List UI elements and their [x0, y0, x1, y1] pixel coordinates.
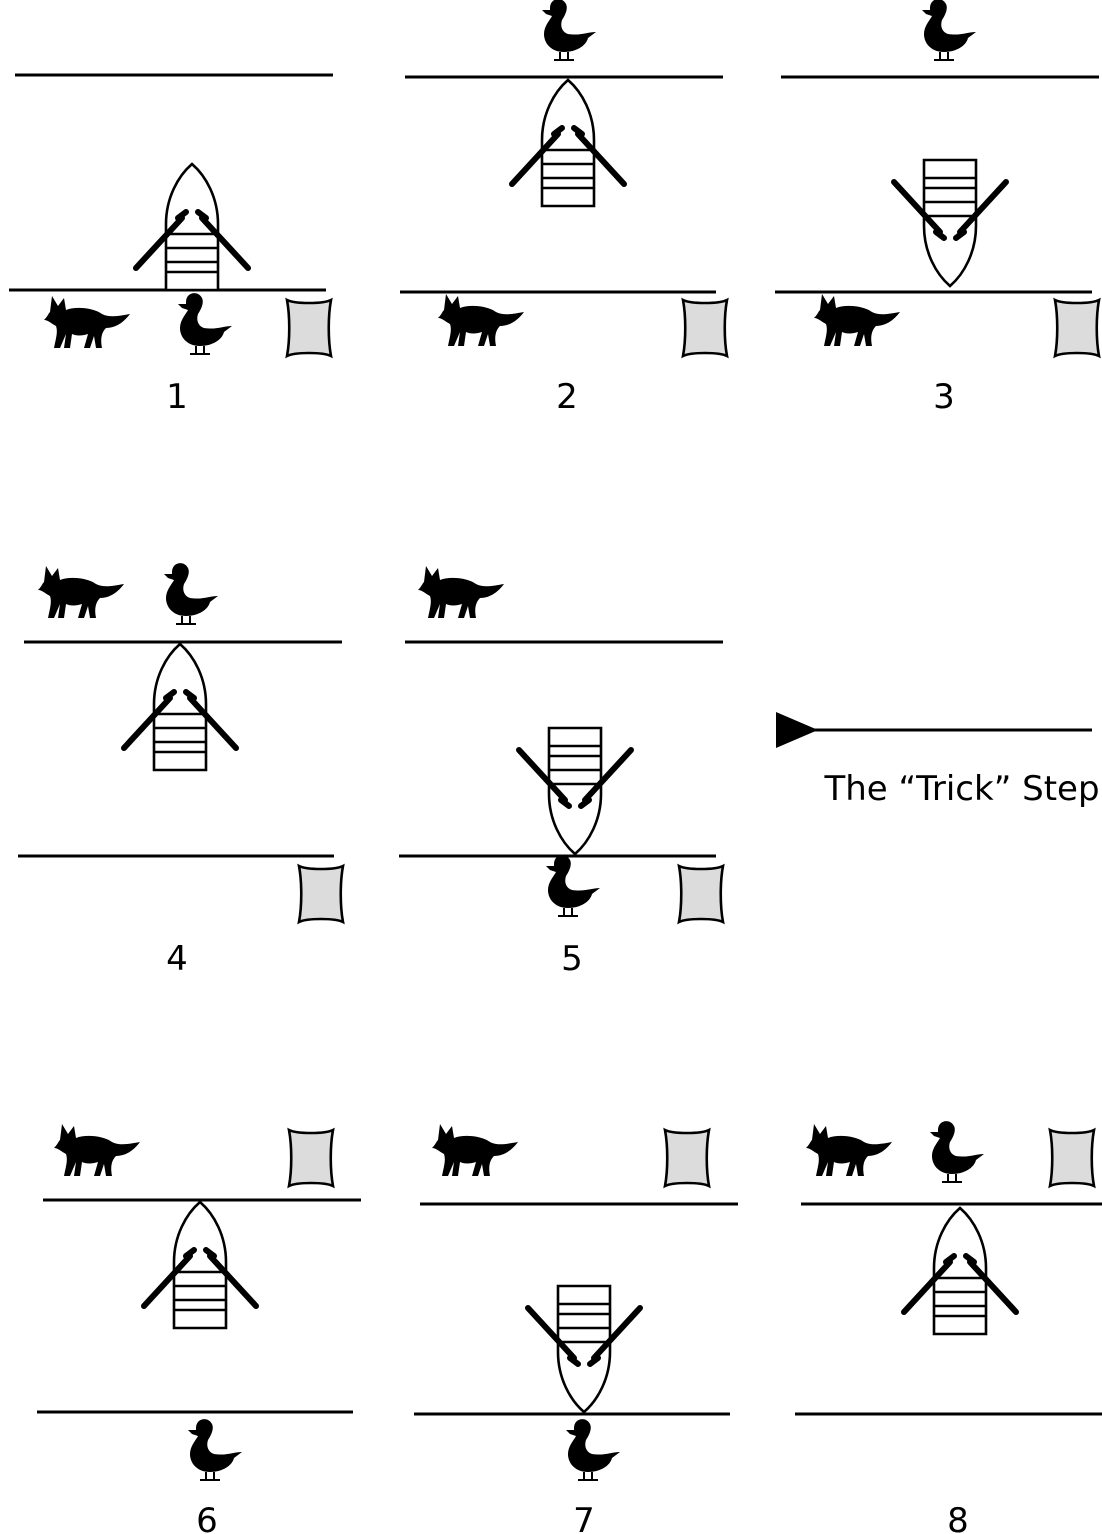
step-number: 4: [166, 939, 188, 979]
duck-icon: [188, 1419, 242, 1480]
boat-icon: [894, 160, 1006, 286]
fox-icon: [54, 1124, 140, 1176]
step-number: 2: [556, 377, 578, 417]
trick-annotation: The “Trick” Step: [812, 730, 1100, 809]
boat-icon: [136, 164, 248, 290]
duck-icon: [542, 0, 596, 60]
boat-icon: [528, 1286, 640, 1412]
duck-icon: [546, 855, 600, 916]
fox-icon: [806, 1124, 892, 1176]
step-3-panel: 3: [775, 0, 1099, 417]
grain-sack-icon: [665, 1130, 709, 1186]
step-number: 1: [166, 377, 188, 417]
step-1-panel: 1: [9, 75, 333, 417]
duck-icon: [922, 0, 976, 60]
step-5-panel: 5: [399, 566, 723, 979]
step-2-panel: 2: [400, 0, 727, 417]
duck-icon: [178, 293, 232, 354]
grain-sack-icon: [683, 300, 727, 356]
grain-sack-icon: [1055, 300, 1099, 356]
duck-icon: [930, 1121, 984, 1182]
step-number: 8: [947, 1501, 969, 1534]
grain-sack-icon: [289, 1130, 333, 1186]
duck-icon: [164, 563, 218, 624]
fox-icon: [814, 294, 900, 346]
fox-icon: [418, 566, 504, 618]
grain-sack-icon: [679, 866, 723, 922]
step-number: 3: [933, 377, 955, 417]
step-7-panel: 7: [414, 1124, 738, 1534]
fox-icon: [38, 566, 124, 618]
fox-icon: [438, 294, 524, 346]
grain-sack-icon: [287, 300, 331, 356]
step-number: 7: [573, 1501, 595, 1534]
step-6-panel: 6: [37, 1124, 361, 1534]
boat-icon: [904, 1208, 1016, 1334]
grain-sack-icon: [1050, 1130, 1094, 1186]
grain-sack-icon: [299, 866, 343, 922]
duck-icon: [566, 1419, 620, 1480]
boat-icon: [512, 80, 624, 206]
boat-icon: [124, 644, 236, 770]
step-4-panel: 4: [18, 563, 343, 979]
trick-step-label: The “Trick” Step: [823, 769, 1099, 809]
fox-icon: [44, 296, 130, 348]
boat-icon: [519, 728, 631, 854]
step-8-panel: 8: [795, 1121, 1102, 1534]
fox-icon: [432, 1124, 518, 1176]
boat-icon: [144, 1202, 256, 1328]
step-number: 5: [561, 939, 583, 979]
step-number: 6: [196, 1501, 218, 1534]
